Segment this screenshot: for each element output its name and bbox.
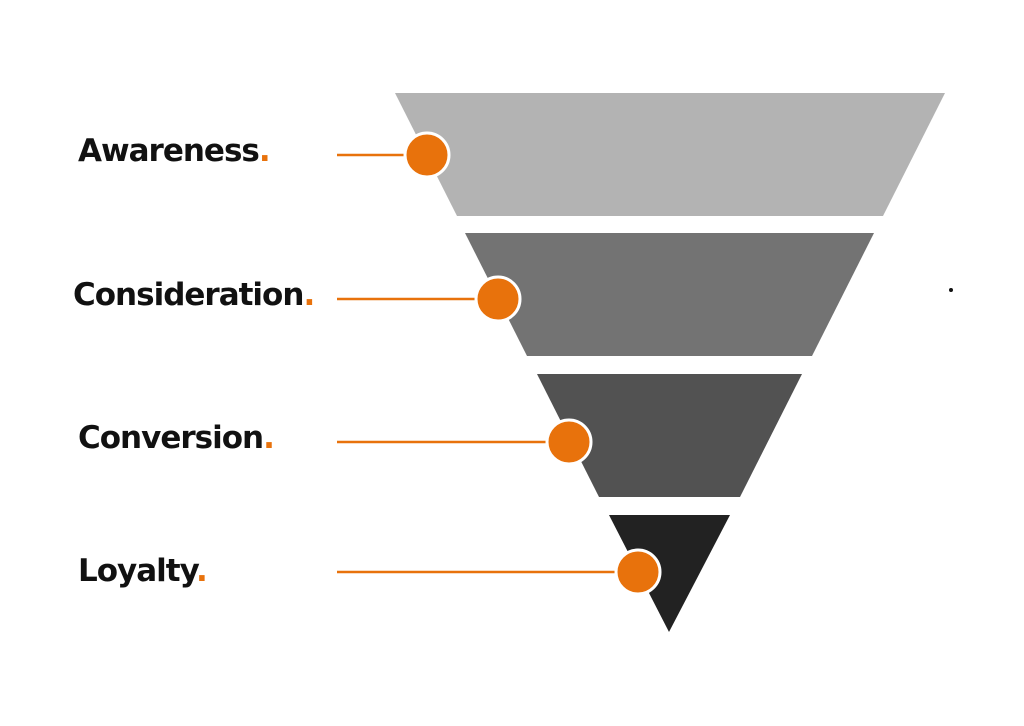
stage-marker-consideration	[474, 275, 522, 323]
funnel-segment-loyalty	[609, 515, 730, 632]
stage-marker-awareness	[403, 131, 451, 179]
stage-label-loyalty: Loyalty.	[78, 551, 208, 591]
stage-label-text: Loyalty	[78, 553, 197, 589]
stage-label-text: Conversion	[78, 420, 264, 456]
funnel-segment-awareness	[395, 93, 945, 216]
stage-label-text: Awareness	[78, 133, 260, 169]
funnel-segment-conversion	[537, 374, 802, 497]
decorative-dot	[949, 288, 953, 292]
stage-label-dot: .	[303, 277, 315, 313]
stage-label-dot: .	[195, 553, 208, 589]
stage-label-awareness: Awareness.	[78, 131, 271, 171]
stage-label-consideration: Consideration.	[73, 275, 315, 315]
funnel-segment-consideration	[465, 233, 874, 356]
stage-label-dot: .	[258, 133, 271, 169]
stage-label-text: Consideration	[73, 277, 304, 313]
stage-label-dot: .	[263, 420, 275, 456]
stage-marker-loyalty	[614, 548, 662, 596]
stage-marker-conversion	[545, 418, 593, 466]
stage-label-conversion: Conversion.	[78, 418, 275, 458]
